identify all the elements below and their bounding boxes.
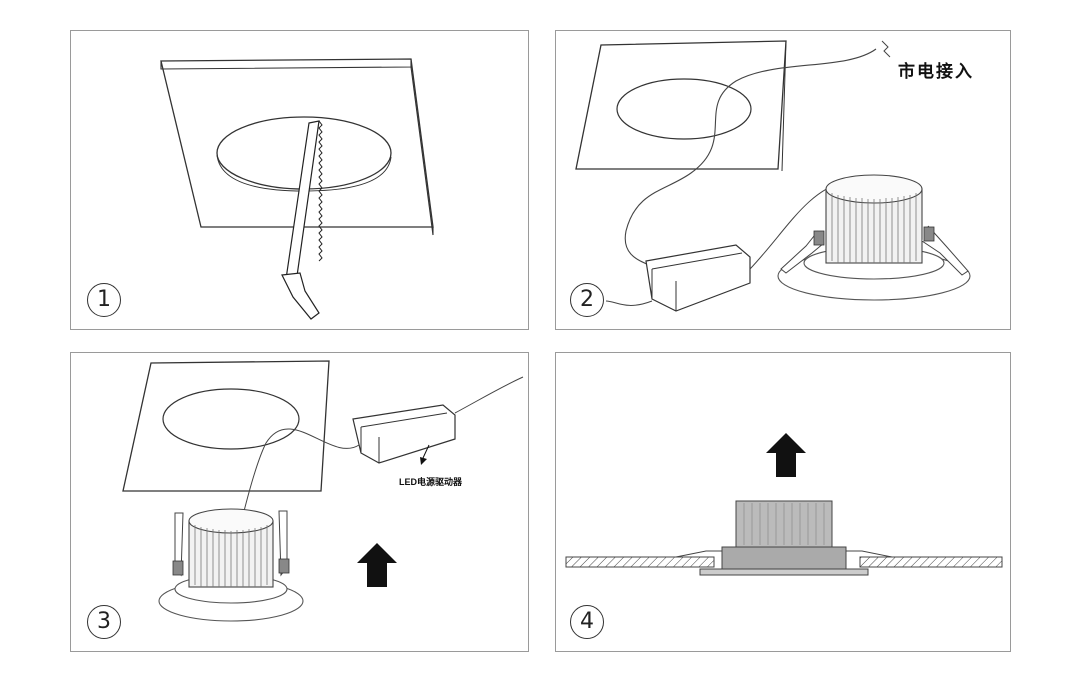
mains-input-label: 市电接入 [898,62,974,82]
step-1-panel: 1 [70,30,529,330]
led-driver-box [352,404,456,464]
step-2-illustration [575,40,971,312]
trim-ring [699,568,869,576]
mains-wire [624,48,877,267]
up-arrow-icon [357,543,397,587]
fixture-body [721,546,847,570]
downlight-fixture [777,174,971,301]
ceiling-section-left [565,556,715,568]
up-arrow-icon [766,433,806,477]
step-number-4: 4 [570,605,604,639]
step-3-panel: LED电源驱动器 3 [70,352,529,652]
step-number-3: 3 [87,605,121,639]
cut-hole [162,388,300,450]
step-2-panel: 市电接入 2 [555,30,1011,330]
step-3-illustration [122,360,524,622]
step-4-panel: 4 [555,352,1011,652]
step-1-illustration [160,58,434,320]
downlight-fixture [158,508,304,622]
led-driver-box [645,244,751,312]
ceiling-section-right [859,556,1003,568]
cut-hole [616,78,752,140]
step-4-illustration [565,433,1003,576]
step-number-2: 2 [570,283,604,317]
saw-icon [281,120,323,320]
led-driver-label: LED电源驱动器 [399,477,463,487]
step-number-1: 1 [87,283,121,317]
